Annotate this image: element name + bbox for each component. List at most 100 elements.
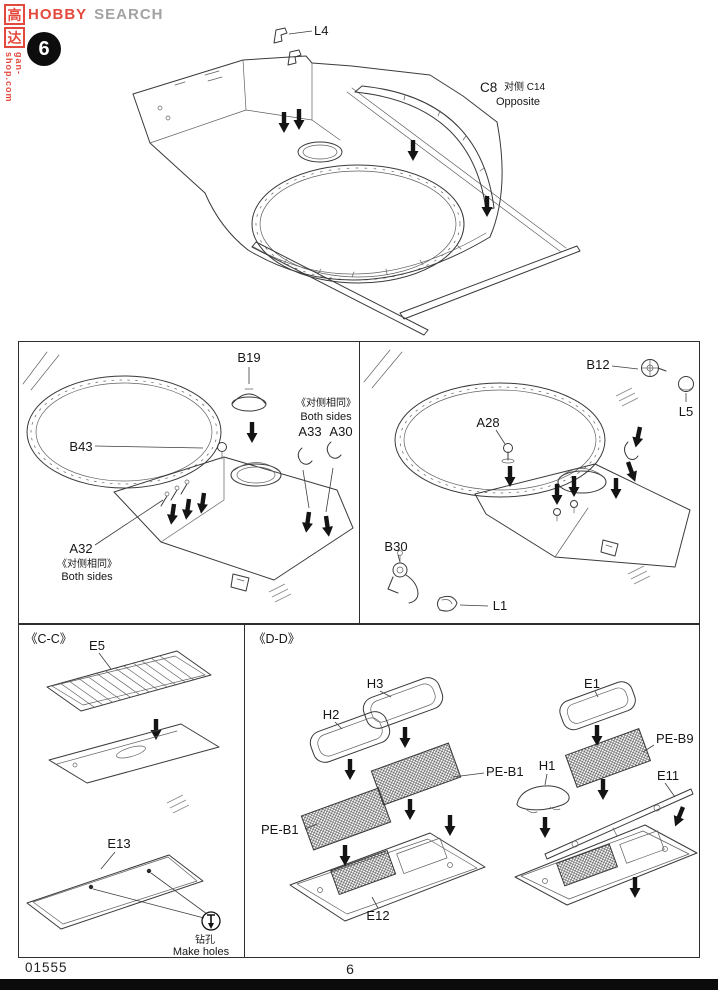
label-a32-both-cn: 《对侧相同》	[57, 557, 117, 570]
assembly-arrow-icon	[407, 140, 419, 161]
label-l4: L4	[314, 23, 328, 38]
label-e5: E5	[89, 638, 105, 653]
h1-part-drawing	[516, 785, 570, 813]
assembly-arrow-icon	[622, 460, 641, 484]
a28-part-drawing	[501, 443, 515, 464]
label-h3: H3	[367, 676, 384, 691]
label-b12: B12	[586, 357, 609, 372]
label-drill-en: Make holes	[173, 946, 230, 957]
cc-section-diagram: 《C-C》	[25, 632, 230, 957]
page-bottom-edge	[0, 979, 718, 990]
assembly-arrow-icon	[320, 515, 335, 538]
l4-part-drawing	[273, 27, 302, 66]
assembly-arrow-icon	[630, 425, 646, 449]
a33-a30-part-drawing	[297, 441, 342, 465]
watermark-brand-search: SEARCH	[94, 6, 164, 23]
step-number-badge: 6	[27, 32, 61, 66]
assembly-arrow-icon	[300, 511, 315, 534]
assembly-arrow-icon	[597, 779, 609, 800]
label-a32-both-en: Both sides	[61, 571, 113, 583]
b19-part-drawing	[231, 388, 267, 412]
label-e13: E13	[107, 836, 130, 851]
e1-hatch-drawing	[559, 681, 636, 731]
label-b30: B30	[384, 539, 407, 554]
panel-title-cc: 《C-C》	[25, 632, 72, 646]
upper-hull-drawing	[132, 55, 581, 336]
label-b43: B43	[69, 439, 92, 454]
label-e1: E1	[584, 676, 600, 691]
hull-front-right-drawing	[363, 349, 691, 585]
step-number: 6	[38, 37, 50, 60]
assembly-arrow-icon	[246, 422, 258, 443]
l5-part-drawing	[678, 376, 694, 392]
assembly-arrow-icon	[444, 815, 456, 836]
b12-part-drawing	[615, 359, 667, 407]
panel-title-dd: 《D-D》	[253, 632, 300, 646]
label-pe-b1-right: PE-B1	[486, 764, 524, 779]
label-e11: E11	[657, 768, 679, 783]
l1-part-drawing	[437, 595, 458, 612]
label-c8: C8	[480, 80, 497, 95]
assembly-arrow-icon	[165, 503, 180, 526]
label-e12: E12	[366, 908, 389, 923]
a32-part-drawing	[160, 479, 190, 507]
top-assembly-diagram: L4 C8 对侧 C14 Opposite	[132, 23, 581, 336]
label-both-sides-cn: 《对侧相同》	[296, 396, 356, 409]
shading-hatch	[627, 565, 651, 585]
c8-part-drawing	[354, 85, 495, 211]
e13-plate-drawing	[26, 854, 204, 930]
assembly-arrow-icon	[344, 759, 356, 780]
assembly-arrow-icon	[629, 877, 641, 898]
watermark-cn-badge-2: 达	[4, 27, 25, 48]
label-pe-b1-left: PE-B1	[261, 822, 299, 837]
assembly-arrow-icon	[670, 804, 689, 829]
label-b19: B19	[237, 350, 260, 365]
label-h2: H2	[323, 707, 340, 722]
watermark-site-url: gan-shop.com	[4, 52, 24, 103]
assembly-arrow-icon	[568, 476, 580, 497]
turret-ring-right-diagram: B12 L5 A28 B30 L1	[363, 349, 694, 613]
bottom-left-panel: 《C-C》	[18, 624, 245, 958]
e11-rod-drawing	[544, 788, 694, 860]
assembly-arrow-icon	[404, 799, 416, 820]
pe-b1-mesh-upper-drawing	[370, 742, 462, 806]
shading-hatch	[615, 387, 639, 407]
mid-left-panel: B19 《对侧相同》 Both sides A33 A30 B43 A32 《对…	[18, 341, 360, 624]
mid-right-panel: B12 L5 A28 B30 L1	[359, 341, 700, 624]
dd-section-diagram: 《D-D》	[253, 632, 698, 923]
watermark-brand-hobby: HOBBY	[28, 6, 88, 23]
assembly-arrow-icon	[399, 727, 411, 748]
e12-deck-drawing	[289, 832, 486, 922]
label-drill-cn: 钻孔	[195, 933, 215, 946]
grille-base-plate-drawing	[48, 723, 220, 814]
pe-b9-mesh-drawing	[564, 728, 652, 788]
h2-hatch-drawing	[309, 711, 391, 763]
side-clip-part-drawing	[624, 441, 639, 461]
label-a32: A32	[69, 541, 92, 556]
e5-grille-drawing	[46, 650, 212, 712]
label-l5: L5	[679, 404, 693, 419]
turret-ring-left-diagram: B19 《对侧相同》 Both sides A33 A30 B43 A32 《对…	[22, 350, 356, 603]
bottom-right-panel: 《D-D》	[244, 624, 700, 958]
label-c8-side: 对侧 C14	[504, 80, 546, 93]
label-a28: A28	[476, 415, 499, 430]
label-l1: L1	[493, 598, 507, 613]
footer-page-number: 6	[346, 961, 354, 977]
assembly-arrow-icon	[293, 109, 305, 130]
h3-hatch-drawing	[362, 677, 444, 729]
watermark-cn-badge-1: 高	[4, 4, 25, 25]
label-pe-b9: PE-B9	[656, 731, 694, 746]
label-c8-opposite: Opposite	[496, 96, 540, 108]
hobbysearch-watermark: 高 HOBBY SEARCH 达 gan-shop.com	[4, 4, 164, 103]
label-a33: A33	[298, 424, 321, 439]
footer-kit-number: 01555	[25, 960, 68, 975]
b43-part-drawing	[217, 442, 227, 460]
b30-part-drawing	[387, 550, 419, 604]
label-a30: A30	[329, 424, 352, 439]
assembly-arrow-icon	[610, 478, 622, 499]
drill-icon	[201, 911, 221, 931]
label-h1: H1	[539, 758, 556, 773]
right-deck-drawing	[514, 824, 698, 906]
assembly-arrow-icon	[180, 498, 195, 521]
